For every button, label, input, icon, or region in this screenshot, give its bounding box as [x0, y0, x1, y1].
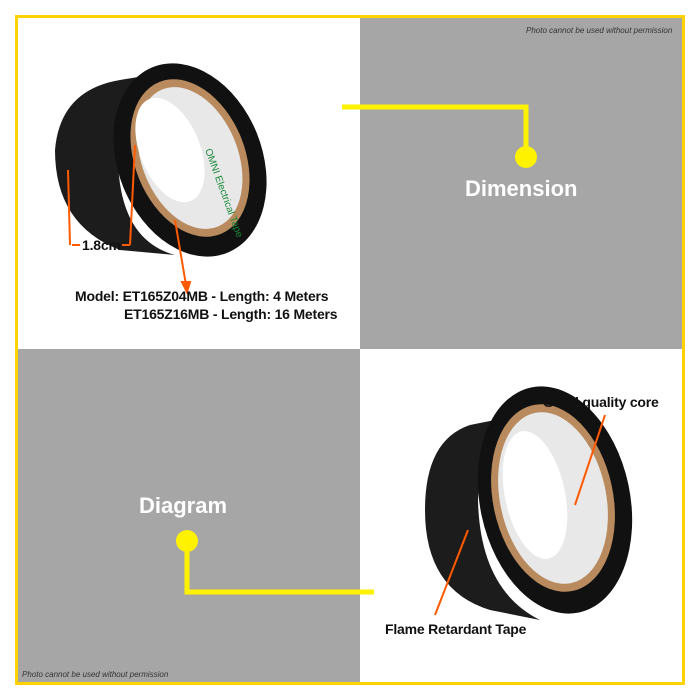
- model-line-2: ET165Z16MB - Length: 16 Meters: [124, 306, 338, 322]
- watermark-top: Photo cannot be used without permission: [526, 26, 673, 35]
- dimension-panel: [360, 18, 682, 349]
- diagram-heading: Diagram: [139, 493, 228, 518]
- yellow-frame: [15, 15, 685, 685]
- tape-roll-image-bottom: [425, 386, 633, 620]
- callout-dot: [176, 530, 198, 552]
- diagram-panel: [18, 349, 360, 682]
- model-line-1: Model: ET165Z04MB - Length: 4 Meters: [75, 288, 329, 304]
- callout-dot: [515, 146, 537, 168]
- tape-roll-image-top: OMNI Electrical Tape: [55, 63, 267, 257]
- dimension-callout-line: [342, 104, 537, 168]
- tape-callout-label: Flame Retardant Tape: [385, 621, 527, 637]
- measurement-arrows: [67, 144, 192, 295]
- watermark-bottom: Photo cannot be used without permission: [22, 670, 169, 679]
- callout-arrows: [434, 414, 606, 616]
- core-callout-label: Good quality core: [543, 394, 659, 410]
- diagram-callout-line: [176, 530, 374, 595]
- width-measure-label: 1.8cm: [82, 237, 121, 253]
- dimension-heading: Dimension: [465, 176, 578, 201]
